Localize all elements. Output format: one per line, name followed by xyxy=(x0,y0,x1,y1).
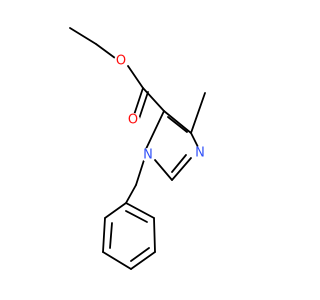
bond-benzene-4 xyxy=(130,251,156,270)
atom-n-ring-imine: N xyxy=(193,146,207,161)
bond-ring-c5-c4 xyxy=(163,110,192,134)
bond-ethyl-ch2-o xyxy=(95,43,116,59)
bond-benzene-2 xyxy=(102,217,106,253)
bond-benzene-6-inner xyxy=(125,210,148,223)
bond-benzene-6 xyxy=(125,202,155,219)
bond-benzene-1 xyxy=(104,202,127,219)
bond-benzene-2-inner xyxy=(109,222,113,249)
bond-benzyl-ch2-phenyl xyxy=(125,184,137,204)
bond-benzene-3 xyxy=(102,251,132,270)
bond-ethyl-ch3-ch2 xyxy=(69,27,97,45)
bond-ring-n1-c5 xyxy=(145,110,165,150)
bond-ring-c5-c4-inner xyxy=(167,116,188,133)
bond-n1-benzyl-ch2 xyxy=(135,159,145,186)
atom-n-ring-imine-label: N xyxy=(195,146,205,161)
atom-o-ester-label: O xyxy=(116,54,126,69)
bond-carbonyl-double-b xyxy=(138,91,149,120)
bond-ring-c4-n3 xyxy=(190,132,200,150)
atom-o-carbonyl-label: O xyxy=(128,113,138,128)
bond-carbonyl-double-a xyxy=(133,87,144,116)
bond-benzene-5 xyxy=(153,217,156,253)
atom-n-ring-benzyl-label: N xyxy=(143,148,153,163)
atom-o-ester: O xyxy=(114,54,128,69)
bond-ring-n3-c2 xyxy=(171,157,192,181)
bond-carbonyl-ring xyxy=(142,87,165,112)
bond-ring-c2-n1 xyxy=(154,159,173,181)
bond-ring-n3-c2-inner xyxy=(171,154,187,173)
molecule-structure: O O N N xyxy=(69,27,207,270)
bond-ring-methyl xyxy=(190,92,206,134)
bond-o-carbonyl-carbon xyxy=(127,65,144,89)
atom-o-carbonyl: O xyxy=(126,113,140,128)
atom-n-ring-benzyl: N xyxy=(141,148,155,163)
bond-benzene-4-inner xyxy=(130,247,150,262)
